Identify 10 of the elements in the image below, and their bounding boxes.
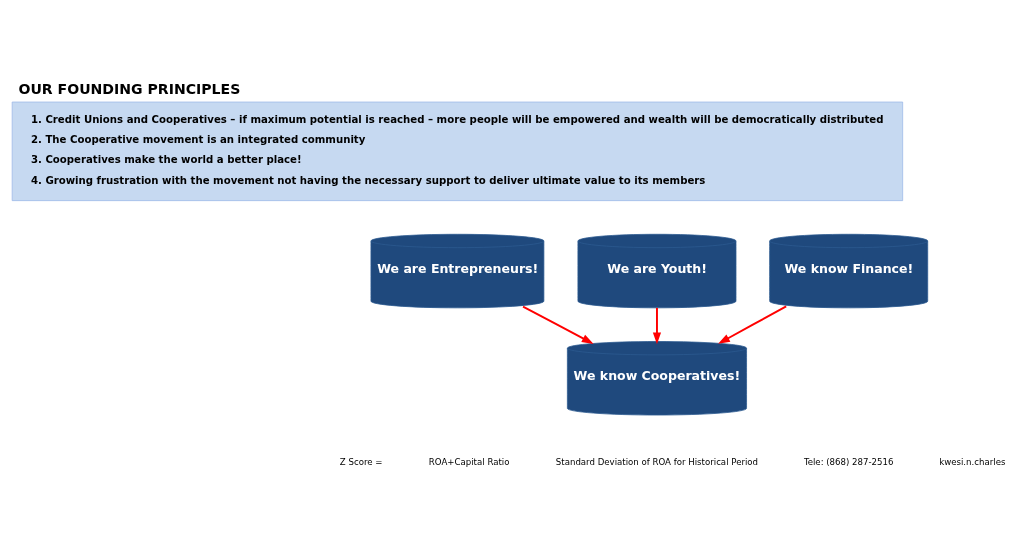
label: Z Score = — [339, 456, 383, 467]
arrow — [652, 306, 662, 345]
arrow — [522, 305, 594, 344]
diagram-title: OUR FOUNDING PRINCIPLES — [18, 80, 241, 97]
node-box: 1. Credit Unions and Cooperatives – if maximum potential is reached – more people will be empowered and wealth will be democratically distributed 2. The Cooperative movement is an integrated community 3. Cooperatives make the world a better place! 4. Growing frustration with the movement not having the necessary support to deliver ultimate value to its members — [11, 101, 904, 202]
label: Tele: (868) 287-2516 — [803, 456, 894, 467]
label: kwesi.n.charles — [939, 456, 1006, 467]
label: ROA+Capital Ratio — [428, 456, 510, 467]
label: Standard Deviation of ROA for Historical Period — [555, 456, 759, 467]
arrow — [718, 305, 788, 344]
